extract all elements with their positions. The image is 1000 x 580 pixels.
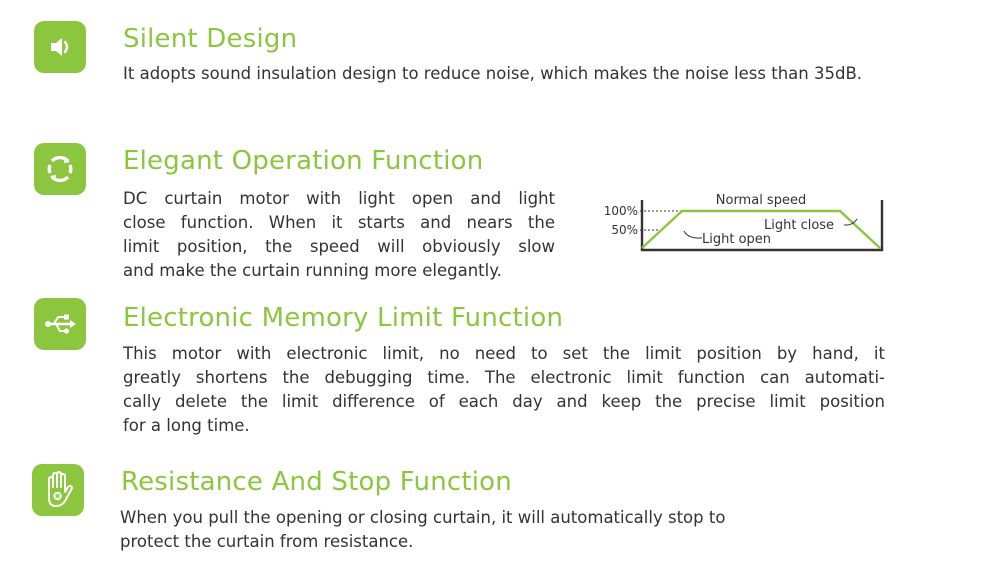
description-line: It adopts sound insulation design to red… bbox=[123, 64, 863, 83]
description-line: and make the curtain running more elegan… bbox=[123, 261, 502, 280]
description-line: protect the curtain from resistance. bbox=[120, 532, 414, 551]
description-line: This motor with electronic limit, no nee… bbox=[123, 344, 885, 363]
description-line: cally delete the limit difference of eac… bbox=[123, 392, 885, 411]
description-line: DC curtain motor with light open and lig… bbox=[123, 189, 555, 208]
description-line: close function. When it starts and nears… bbox=[123, 213, 555, 232]
feature-description: It adopts sound insulation design to red… bbox=[123, 62, 862, 86]
light-open-pointer bbox=[683, 230, 702, 239]
label-50-percent: 50% bbox=[611, 223, 638, 237]
speaker-icon bbox=[34, 21, 86, 73]
feature-description: This motor with electronic limit, no nee… bbox=[123, 342, 885, 438]
description-line: for a long time. bbox=[123, 416, 250, 435]
description-line: limit position, the speed will obviously… bbox=[123, 237, 555, 256]
label-light-open: Light open bbox=[702, 232, 771, 247]
feature-description: When you pull the opening or closing cur… bbox=[120, 506, 725, 554]
feature-title: Electronic Memory Limit Function bbox=[123, 303, 564, 333]
feature-description: DC curtain motor with light open and lig… bbox=[123, 187, 555, 283]
description-line: greatly shortens the debugging time. The… bbox=[123, 368, 885, 387]
label-light-close: Light close bbox=[764, 218, 834, 233]
axes-frame bbox=[640, 200, 884, 252]
feature-title: Resistance And Stop Function bbox=[121, 467, 512, 497]
speed-profile-diagram: 100% 50% Normal speed Light close Light … bbox=[604, 193, 884, 252]
label-100-percent: 100% bbox=[604, 204, 638, 218]
feature-title: Silent Design bbox=[123, 24, 298, 54]
usb-icon bbox=[34, 298, 86, 350]
speed-curve bbox=[641, 209, 881, 249]
description-line: When you pull the opening or closing cur… bbox=[120, 508, 726, 527]
label-normal-speed: Normal speed bbox=[716, 193, 806, 208]
stop-hand-icon bbox=[32, 464, 84, 516]
circular-arrows-icon bbox=[34, 143, 86, 195]
light-close-pointer bbox=[844, 218, 858, 226]
feature-title: Elegant Operation Function bbox=[123, 146, 484, 176]
